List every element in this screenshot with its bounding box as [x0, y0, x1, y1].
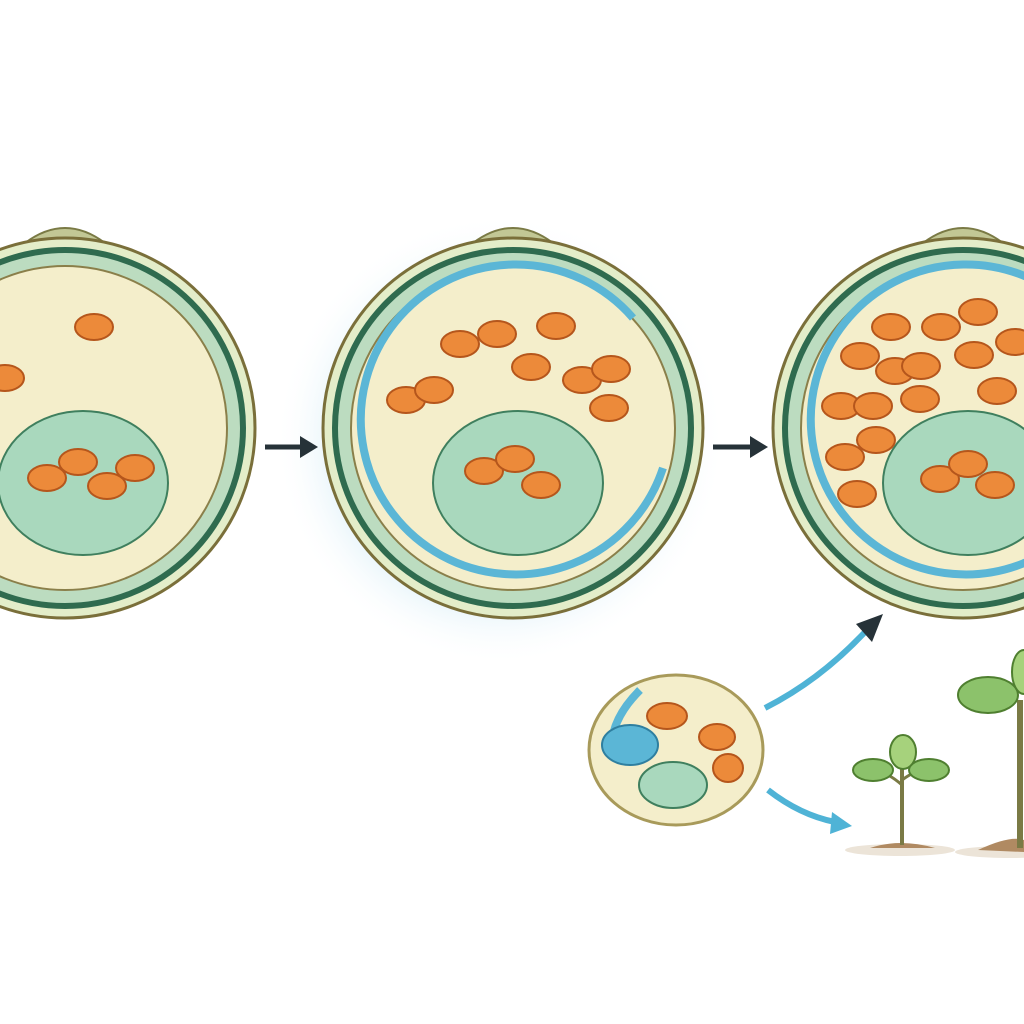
- organelle: [900, 385, 940, 413]
- organelle: [954, 341, 994, 369]
- small-cell: [587, 673, 765, 827]
- organelle: [920, 465, 960, 493]
- nucleus: [432, 410, 604, 556]
- organelle: [0, 364, 25, 392]
- plant-cell: [321, 227, 705, 620]
- arrow-right-icon: [713, 436, 768, 458]
- vacuole: [601, 724, 659, 766]
- organelle: [975, 471, 1015, 499]
- organelle: [589, 394, 629, 422]
- organelle: [901, 352, 941, 380]
- organelle: [115, 454, 155, 482]
- organelle: [712, 753, 744, 783]
- plant-cell: [771, 227, 1024, 620]
- organelle: [840, 342, 880, 370]
- nucleus: [0, 410, 169, 556]
- organelle: [646, 702, 688, 730]
- organelle: [853, 392, 893, 420]
- organelle: [495, 445, 535, 473]
- organelle: [825, 443, 865, 471]
- organelle: [74, 313, 114, 341]
- organelle: [58, 448, 98, 476]
- organelle: [511, 353, 551, 381]
- organelle: [536, 312, 576, 340]
- organelle: [521, 471, 561, 499]
- organelle: [591, 355, 631, 383]
- organelle: [871, 313, 911, 341]
- organelle: [464, 457, 504, 485]
- organelle: [856, 426, 896, 454]
- organelle: [414, 376, 454, 404]
- organelle: [921, 313, 961, 341]
- organelle: [995, 328, 1024, 356]
- organelle: [977, 377, 1017, 405]
- curved-arrow-icon: [763, 614, 883, 711]
- organelle: [27, 464, 67, 492]
- vacuole-membrane: [806, 260, 1024, 579]
- curved-arrow-icon: [766, 787, 852, 834]
- organelle: [87, 472, 127, 500]
- organelle: [958, 298, 998, 326]
- organelle: [440, 330, 480, 358]
- vacuole-membrane: [356, 260, 667, 579]
- organelle: [837, 480, 877, 508]
- organelle: [477, 320, 517, 348]
- organelle: [698, 723, 736, 751]
- seedling-icon: [845, 734, 955, 856]
- seedling-icon: [955, 649, 1024, 858]
- plant-cell: [0, 227, 257, 620]
- arrow-right-icon: [265, 436, 318, 458]
- organelle: [948, 450, 988, 478]
- nucleus: [638, 761, 708, 809]
